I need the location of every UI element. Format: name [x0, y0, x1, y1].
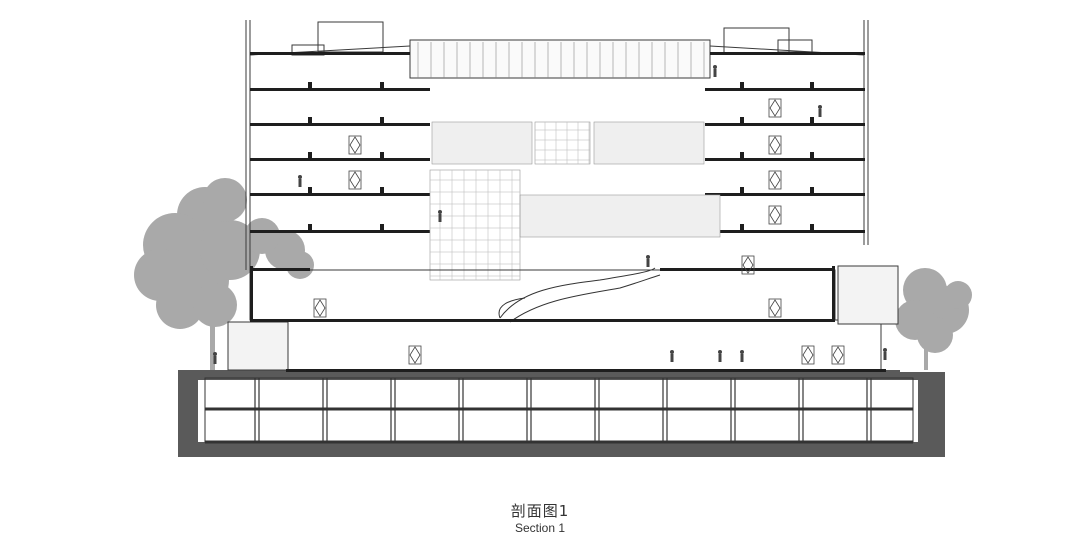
- building-frame: [245, 20, 869, 270]
- basement: [204, 377, 914, 444]
- podium: [227, 265, 899, 371]
- section-drawing: [134, 20, 972, 457]
- roof-glazing: [417, 42, 705, 78]
- drawing-title-zh: 剖面图1: [510, 502, 570, 520]
- ground-section: [178, 370, 945, 457]
- podium-slabs: [250, 266, 886, 372]
- tree-right: [895, 268, 972, 370]
- floor-slabs: [250, 52, 865, 233]
- door-markers: [313, 98, 845, 365]
- drawing-title-en: Section 1: [514, 521, 566, 535]
- human-figures: [213, 65, 887, 364]
- spiral-ramp: [498, 267, 661, 323]
- atrium-glass: [429, 121, 721, 281]
- tree-left: [134, 178, 314, 370]
- atrium-grid: [430, 122, 590, 280]
